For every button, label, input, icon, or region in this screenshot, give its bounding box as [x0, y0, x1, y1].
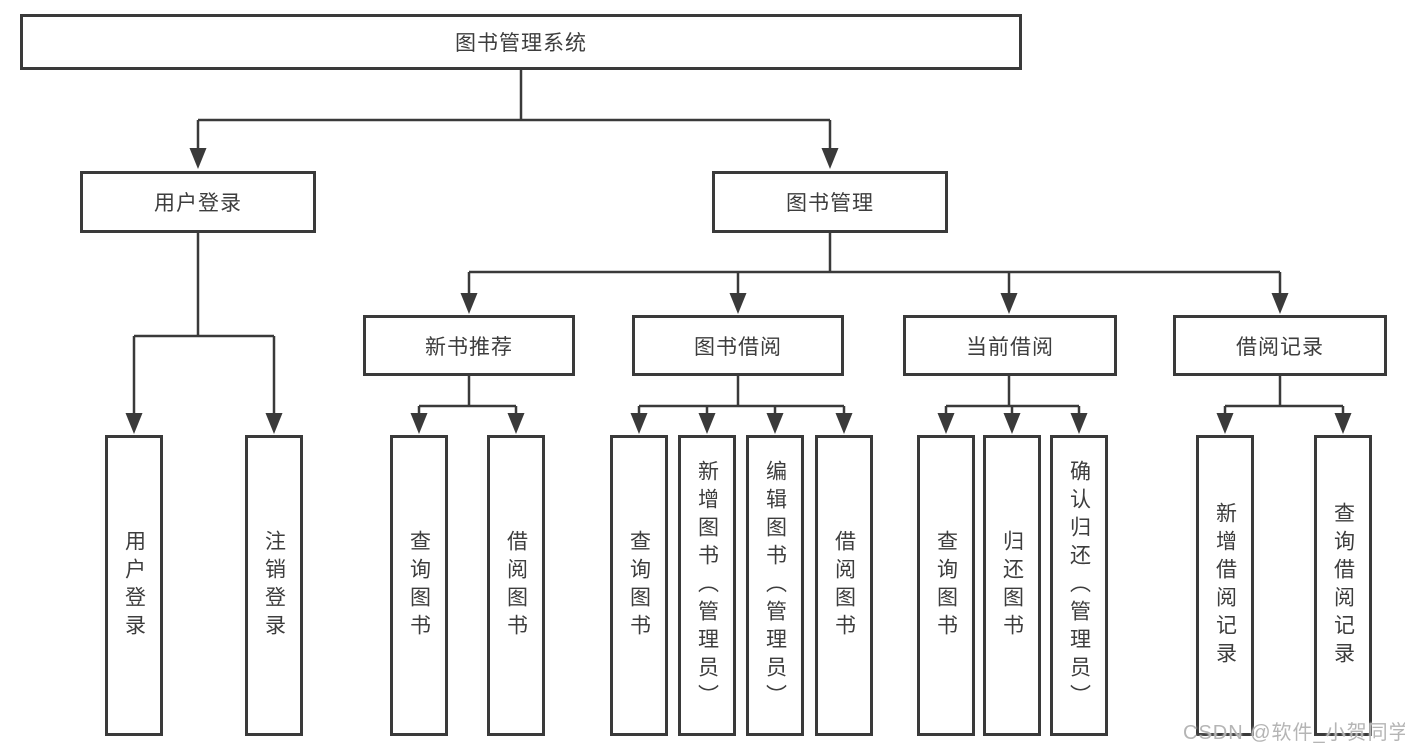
leaf-query-borrow-record: 查询借阅记录	[1314, 435, 1372, 736]
node-user-login-module: 用户登录	[80, 171, 316, 233]
leaf-label: 归还图书	[1000, 529, 1024, 642]
arrowheads	[125, 148, 1352, 434]
leaf-edit-books-admin: 编辑图书（管理员）	[746, 435, 804, 736]
node-current-borrowing: 当前借阅	[903, 315, 1117, 376]
leaf-label: 编辑图书（管理员）	[763, 459, 787, 712]
leaf-label: 确认归还（管理员）	[1067, 459, 1091, 712]
node-book-borrowing: 图书借阅	[632, 315, 844, 376]
node-book-management-module: 图书管理	[712, 171, 948, 233]
leaf-label: 查询图书	[934, 529, 958, 642]
leaf-label: 新增借阅记录	[1213, 501, 1237, 670]
leaf-return-books: 归还图书	[983, 435, 1041, 736]
leaf-label: 借阅图书	[504, 529, 528, 642]
leaf-label: 查询图书	[627, 529, 651, 642]
leaf-label: 用户登录	[122, 529, 146, 642]
leaf-logout: 注销登录	[245, 435, 303, 736]
node-new-book-recommend: 新书推荐	[363, 315, 575, 376]
leaf-label: 新增图书（管理员）	[695, 459, 719, 712]
leaf-query-books-current: 查询图书	[917, 435, 975, 736]
csdn-watermark: CSDN @软件_小贺同学	[1183, 722, 1405, 744]
node-borrowing-records: 借阅记录	[1173, 315, 1387, 376]
leaf-label: 查询借阅记录	[1331, 501, 1355, 670]
leaf-add-borrow-record: 新增借阅记录	[1196, 435, 1254, 736]
leaf-query-books-borrow: 查询图书	[610, 435, 668, 736]
leaf-user-login: 用户登录	[105, 435, 163, 736]
leaf-label: 借阅图书	[832, 529, 856, 642]
leaf-add-books-admin: 新增图书（管理员）	[678, 435, 736, 736]
leaf-label: 注销登录	[262, 529, 286, 642]
leaf-confirm-return-admin: 确认归还（管理员）	[1050, 435, 1108, 736]
node-system-root: 图书管理系统	[20, 14, 1022, 70]
leaf-label: 查询图书	[407, 529, 431, 642]
leaf-borrow-books: 借阅图书	[815, 435, 873, 736]
leaf-query-books-recommend: 查询图书	[390, 435, 448, 736]
leaf-borrow-books-recommend: 借阅图书	[487, 435, 545, 736]
